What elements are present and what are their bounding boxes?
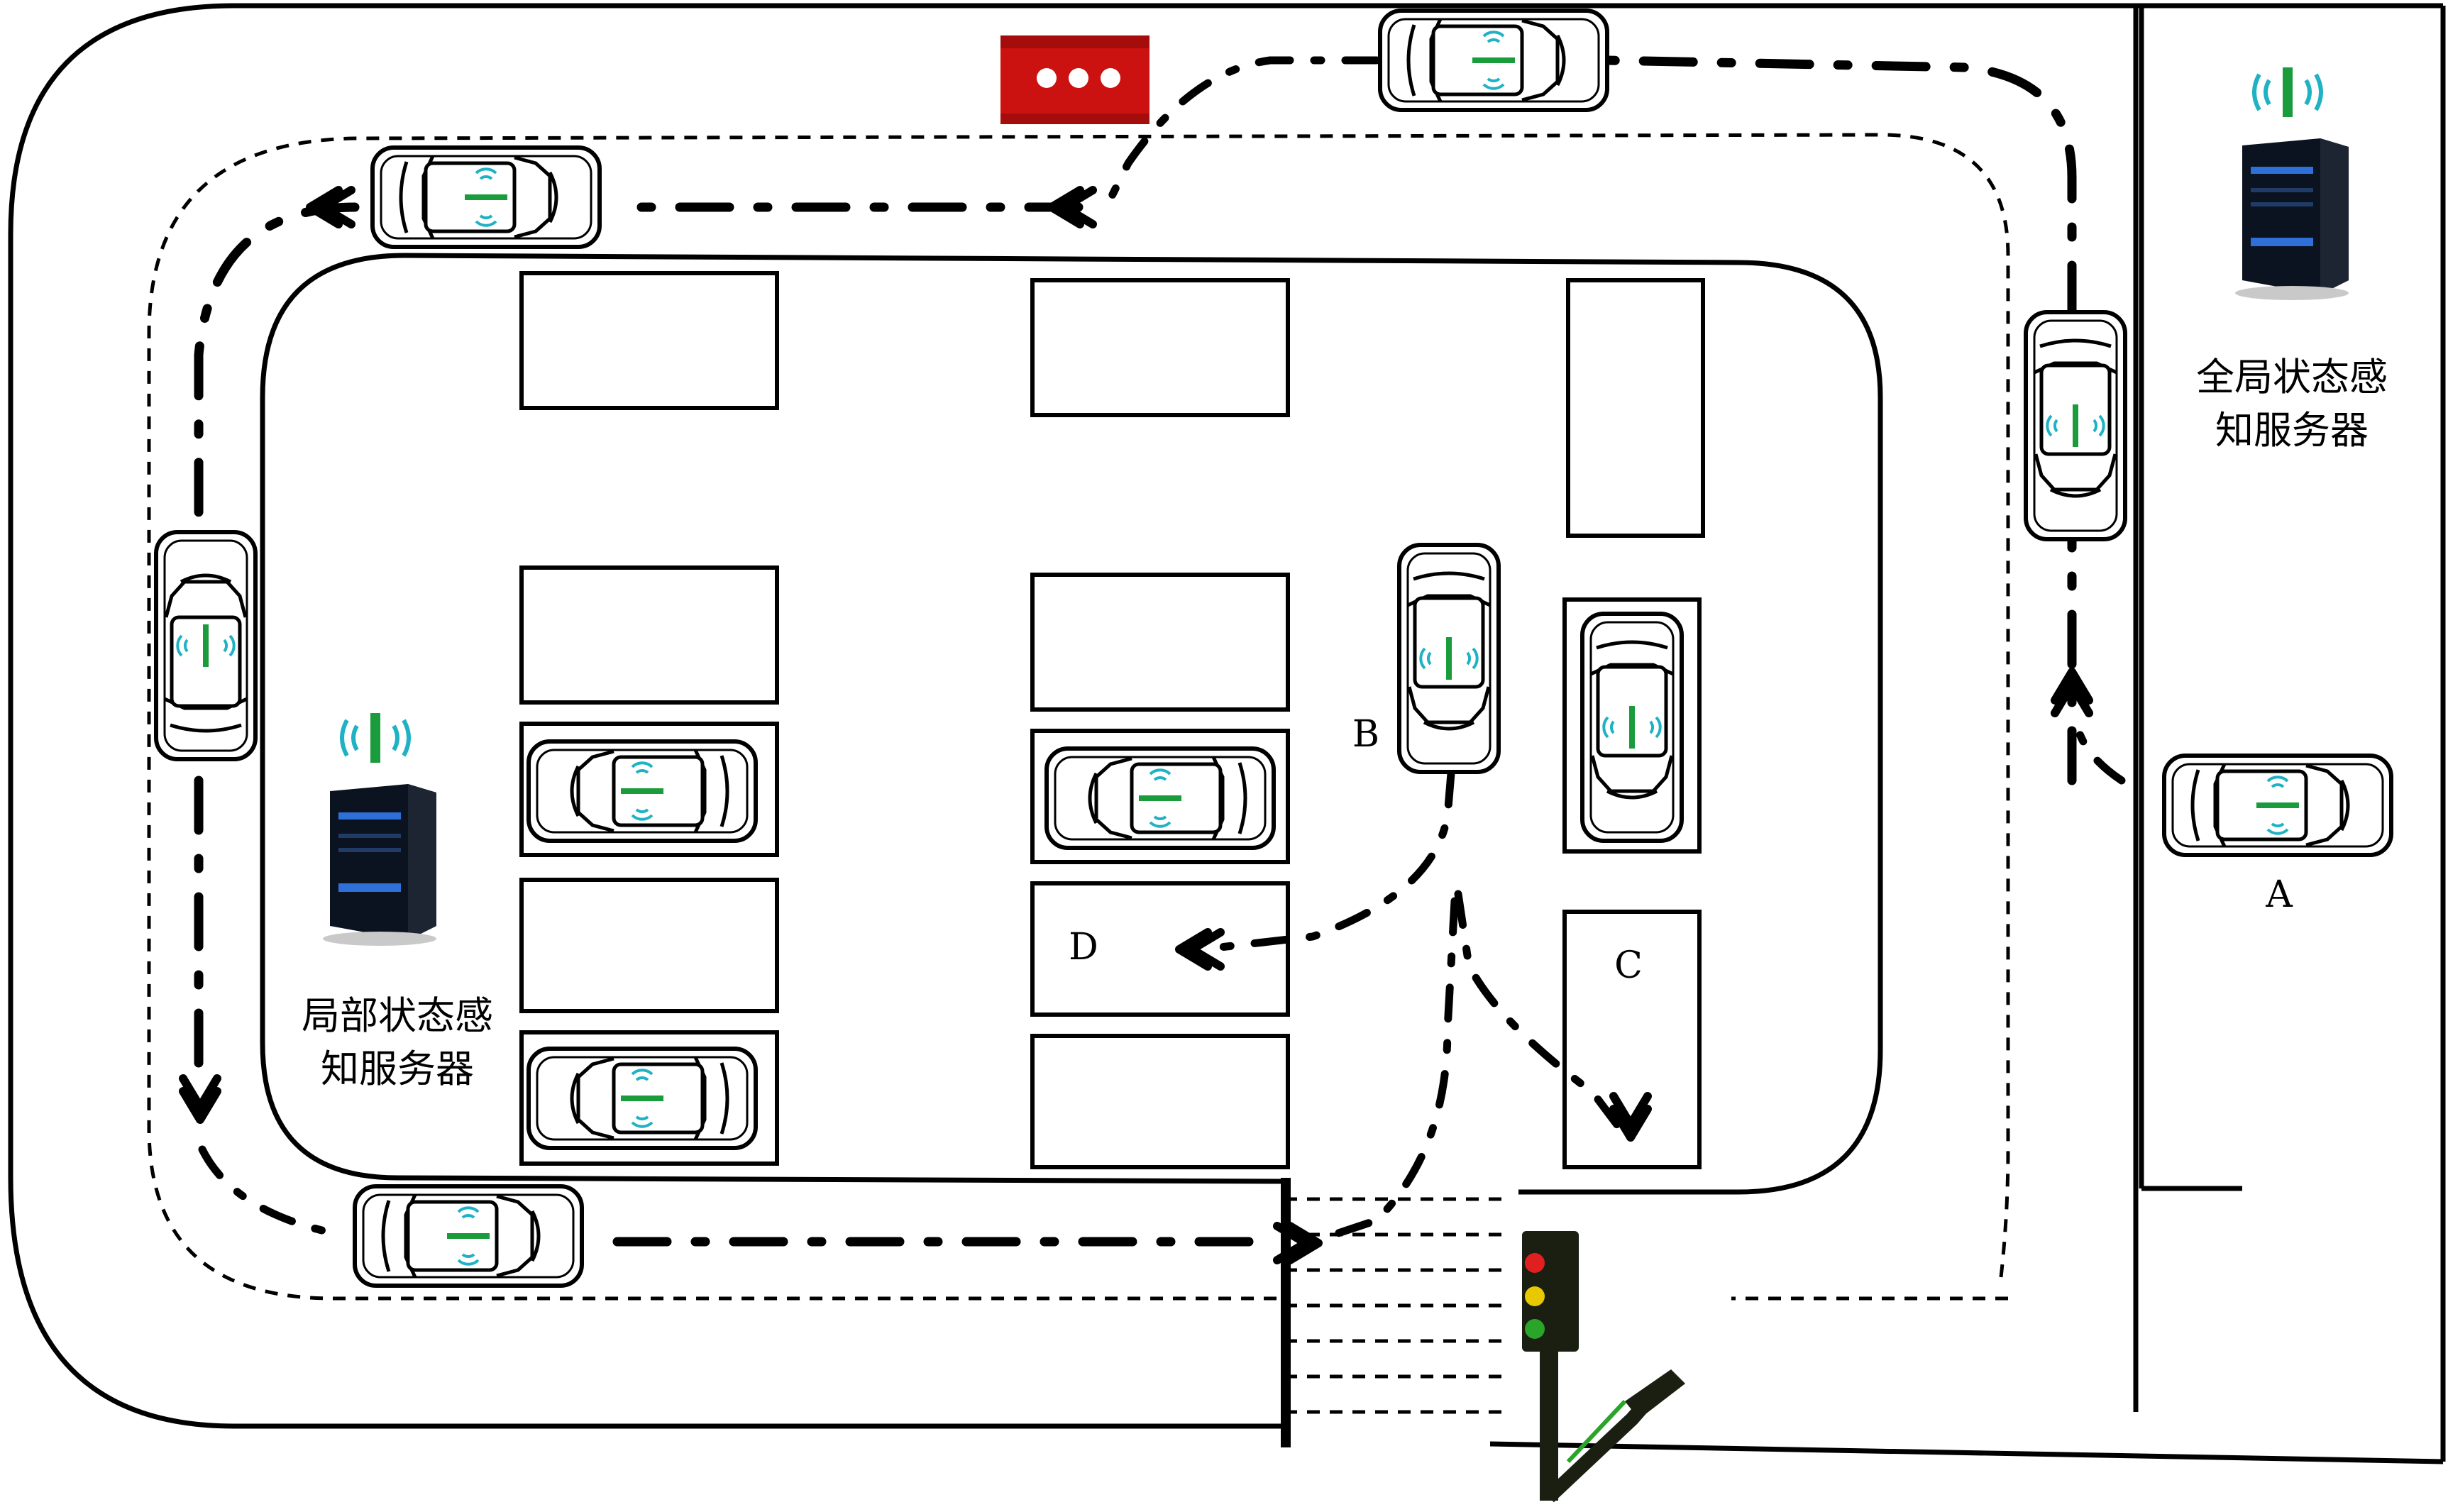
parking-spot-d: [1030, 881, 1290, 1017]
parking-spot: [519, 271, 779, 410]
car-icon: [1380, 11, 1607, 110]
car-a: [2164, 756, 2391, 855]
local-server-label-line1: 局部状态感: [302, 993, 493, 1038]
local-server-label-line2: 知服务器: [321, 1047, 474, 1091]
global-server-icon: [2235, 67, 2349, 300]
route-b-to-c: [1454, 890, 1629, 1139]
marker-c: C: [1614, 944, 1643, 987]
parking-spot: [519, 878, 779, 1013]
traffic-light-icon: [1522, 1231, 1685, 1503]
roadblock-icon: [1000, 35, 1149, 124]
marker-a: A: [2265, 873, 2293, 916]
route-b-to-d: [1216, 769, 1455, 951]
car-icon: [529, 1049, 756, 1148]
marker-d: D: [1069, 926, 1098, 969]
parking-spots: [519, 271, 1705, 1169]
car-icon: [1047, 749, 1274, 848]
car-icon: [529, 741, 756, 841]
route-arrowhead: [183, 1078, 217, 1120]
parking-spot: [519, 565, 779, 705]
route-b-to-exit: [1330, 897, 1459, 1239]
route-a-entry: [2071, 712, 2126, 785]
route-arrowhead: [1052, 190, 1093, 224]
route-top-left: [1103, 56, 1381, 210]
bottom-road-right: [1489, 1441, 2444, 1464]
parking-spot: [1030, 278, 1290, 417]
car-icon: [1582, 614, 1682, 841]
car-icon: [156, 532, 255, 759]
global-server-label-line1: 全局状态感: [2196, 355, 2388, 399]
car-icon: [2026, 312, 2125, 539]
route-bottom-curve: [198, 1145, 345, 1239]
global-server-label-line2: 知服务器: [2215, 408, 2369, 453]
parking-spot: [1030, 573, 1290, 712]
marker-b: B: [1352, 713, 1379, 756]
parking-island-edge: [260, 253, 1883, 1195]
exit-crossing: [1284, 1197, 1511, 1414]
parking-spot: [1030, 1034, 1290, 1169]
route-top: [1602, 55, 2077, 785]
lane-divider: [147, 133, 2010, 1301]
outer-road-edge: [8, 3, 2136, 1429]
car-icon: [355, 1186, 582, 1286]
parking-spot: [1566, 278, 1705, 538]
local-server-icon: [323, 713, 436, 946]
car-icon: [373, 148, 600, 247]
route-left-curve: [194, 202, 360, 530]
car-b: [1399, 545, 1499, 772]
